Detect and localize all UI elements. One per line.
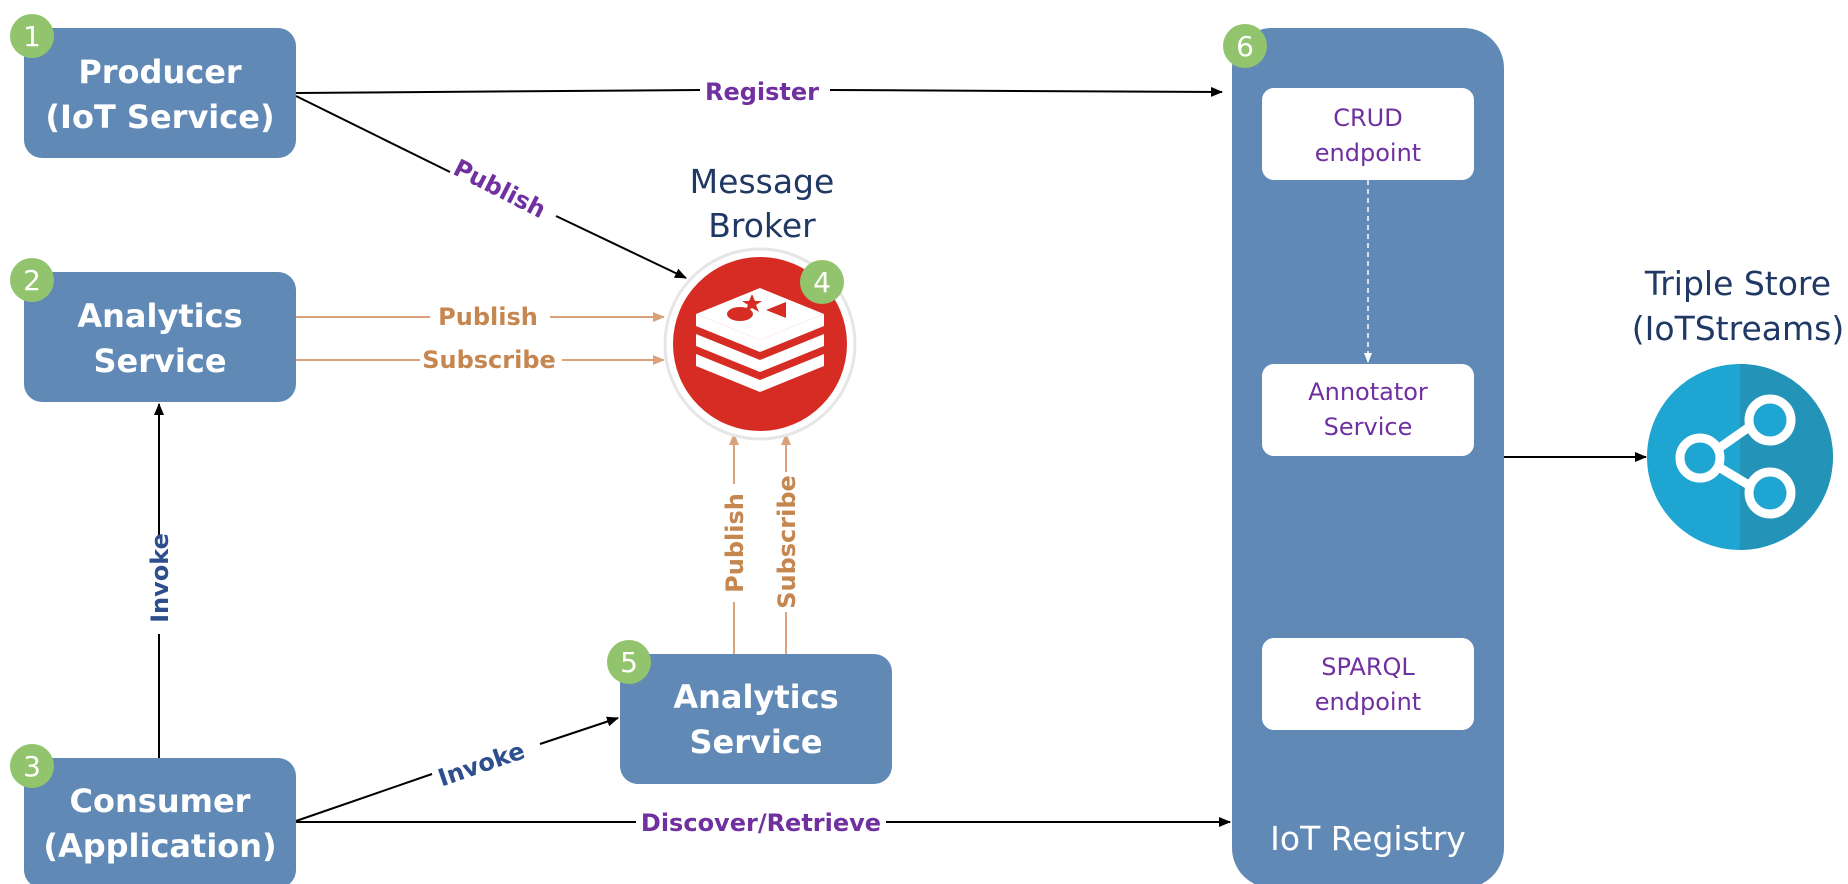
triple-store-line1: Triple Store — [1644, 264, 1831, 303]
annotator-line2: Service — [1324, 413, 1413, 441]
triple-store-line2: (IoTStreams) — [1632, 309, 1844, 348]
edge-invoke-diagonal: Invoke — [295, 716, 619, 822]
annotator-line1: Annotator — [1308, 378, 1428, 406]
badge-3-label: 3 — [23, 750, 41, 783]
node-iot-registry: CRUD endpoint Annotator Service SPARQL e… — [1223, 24, 1504, 884]
badge-2-label: 2 — [23, 264, 41, 297]
node-consumer-line1: Consumer — [70, 782, 251, 820]
node-producer-line1: Producer — [78, 53, 242, 91]
node-analytics-top-line2: Service — [93, 342, 226, 380]
edge-label-publish-analytics: Publish — [438, 303, 538, 331]
badge-6-label: 6 — [1236, 30, 1254, 63]
edge-label-publish-producer: Publish — [449, 154, 551, 224]
edge-discover: Discover/Retrieve — [296, 809, 1231, 837]
badge-1 — [10, 14, 54, 58]
node-message-broker: Message Broker 4 — [663, 162, 857, 441]
edge-invoke-vertical: Invoke — [146, 403, 174, 758]
registry-label: IoT Registry — [1270, 819, 1466, 858]
node-analytics-bottom-line2: Service — [689, 723, 822, 761]
badge-1-label: 1 — [23, 20, 41, 53]
crud-line2: endpoint — [1315, 139, 1421, 167]
edge-label-publish-vertical: Publish — [721, 493, 749, 593]
node-triple-store: Triple Store (IoTStreams) — [1632, 264, 1844, 550]
badge-5 — [607, 640, 651, 684]
badge-3 — [10, 744, 54, 788]
node-consumer: Consumer (Application) 3 — [10, 744, 296, 884]
graph-icon — [1647, 364, 1833, 550]
annotator-service-box — [1262, 364, 1474, 456]
crud-endpoint-box — [1262, 88, 1474, 180]
node-producer: Producer (IoT Service) 1 — [10, 14, 296, 158]
edge-publish-analytics: Publish — [296, 303, 665, 331]
node-producer-line2: (IoT Service) — [45, 98, 274, 136]
badge-5-label: 5 — [620, 646, 638, 679]
edge-publish-vertical: Publish — [721, 433, 749, 654]
edge-label-subscribe-vertical: Subscribe — [773, 475, 801, 609]
crud-line1: CRUD — [1333, 104, 1402, 132]
edge-label-invoke-vertical: Invoke — [146, 533, 174, 623]
edge-label-invoke-diagonal: Invoke — [434, 737, 528, 793]
badge-6 — [1223, 24, 1267, 68]
broker-title-line2: Broker — [708, 206, 816, 245]
sparql-endpoint-box — [1262, 638, 1474, 730]
node-analytics-bottom: Analytics Service 5 — [607, 640, 892, 784]
edge-register: Register — [295, 78, 1223, 106]
broker-title-line1: Message — [690, 162, 835, 201]
edge-label-discover: Discover/Retrieve — [641, 809, 881, 837]
edge-label-subscribe-analytics: Subscribe — [422, 346, 556, 374]
badge-4 — [800, 260, 844, 304]
badge-4-label: 4 — [813, 266, 831, 299]
sparql-line1: SPARQL — [1321, 653, 1415, 681]
edge-subscribe-analytics: Subscribe — [296, 346, 665, 374]
badge-2 — [10, 258, 54, 302]
node-analytics-top-line1: Analytics — [77, 297, 242, 335]
node-analytics-top: Analytics Service 2 — [10, 258, 296, 402]
node-analytics-bottom-line1: Analytics — [673, 678, 838, 716]
edge-subscribe-vertical: Subscribe — [773, 433, 801, 654]
node-consumer-line2: (Application) — [43, 827, 276, 865]
edge-label-register: Register — [705, 78, 819, 106]
sparql-line2: endpoint — [1315, 688, 1421, 716]
edge-publish-producer: Publish — [295, 95, 687, 279]
